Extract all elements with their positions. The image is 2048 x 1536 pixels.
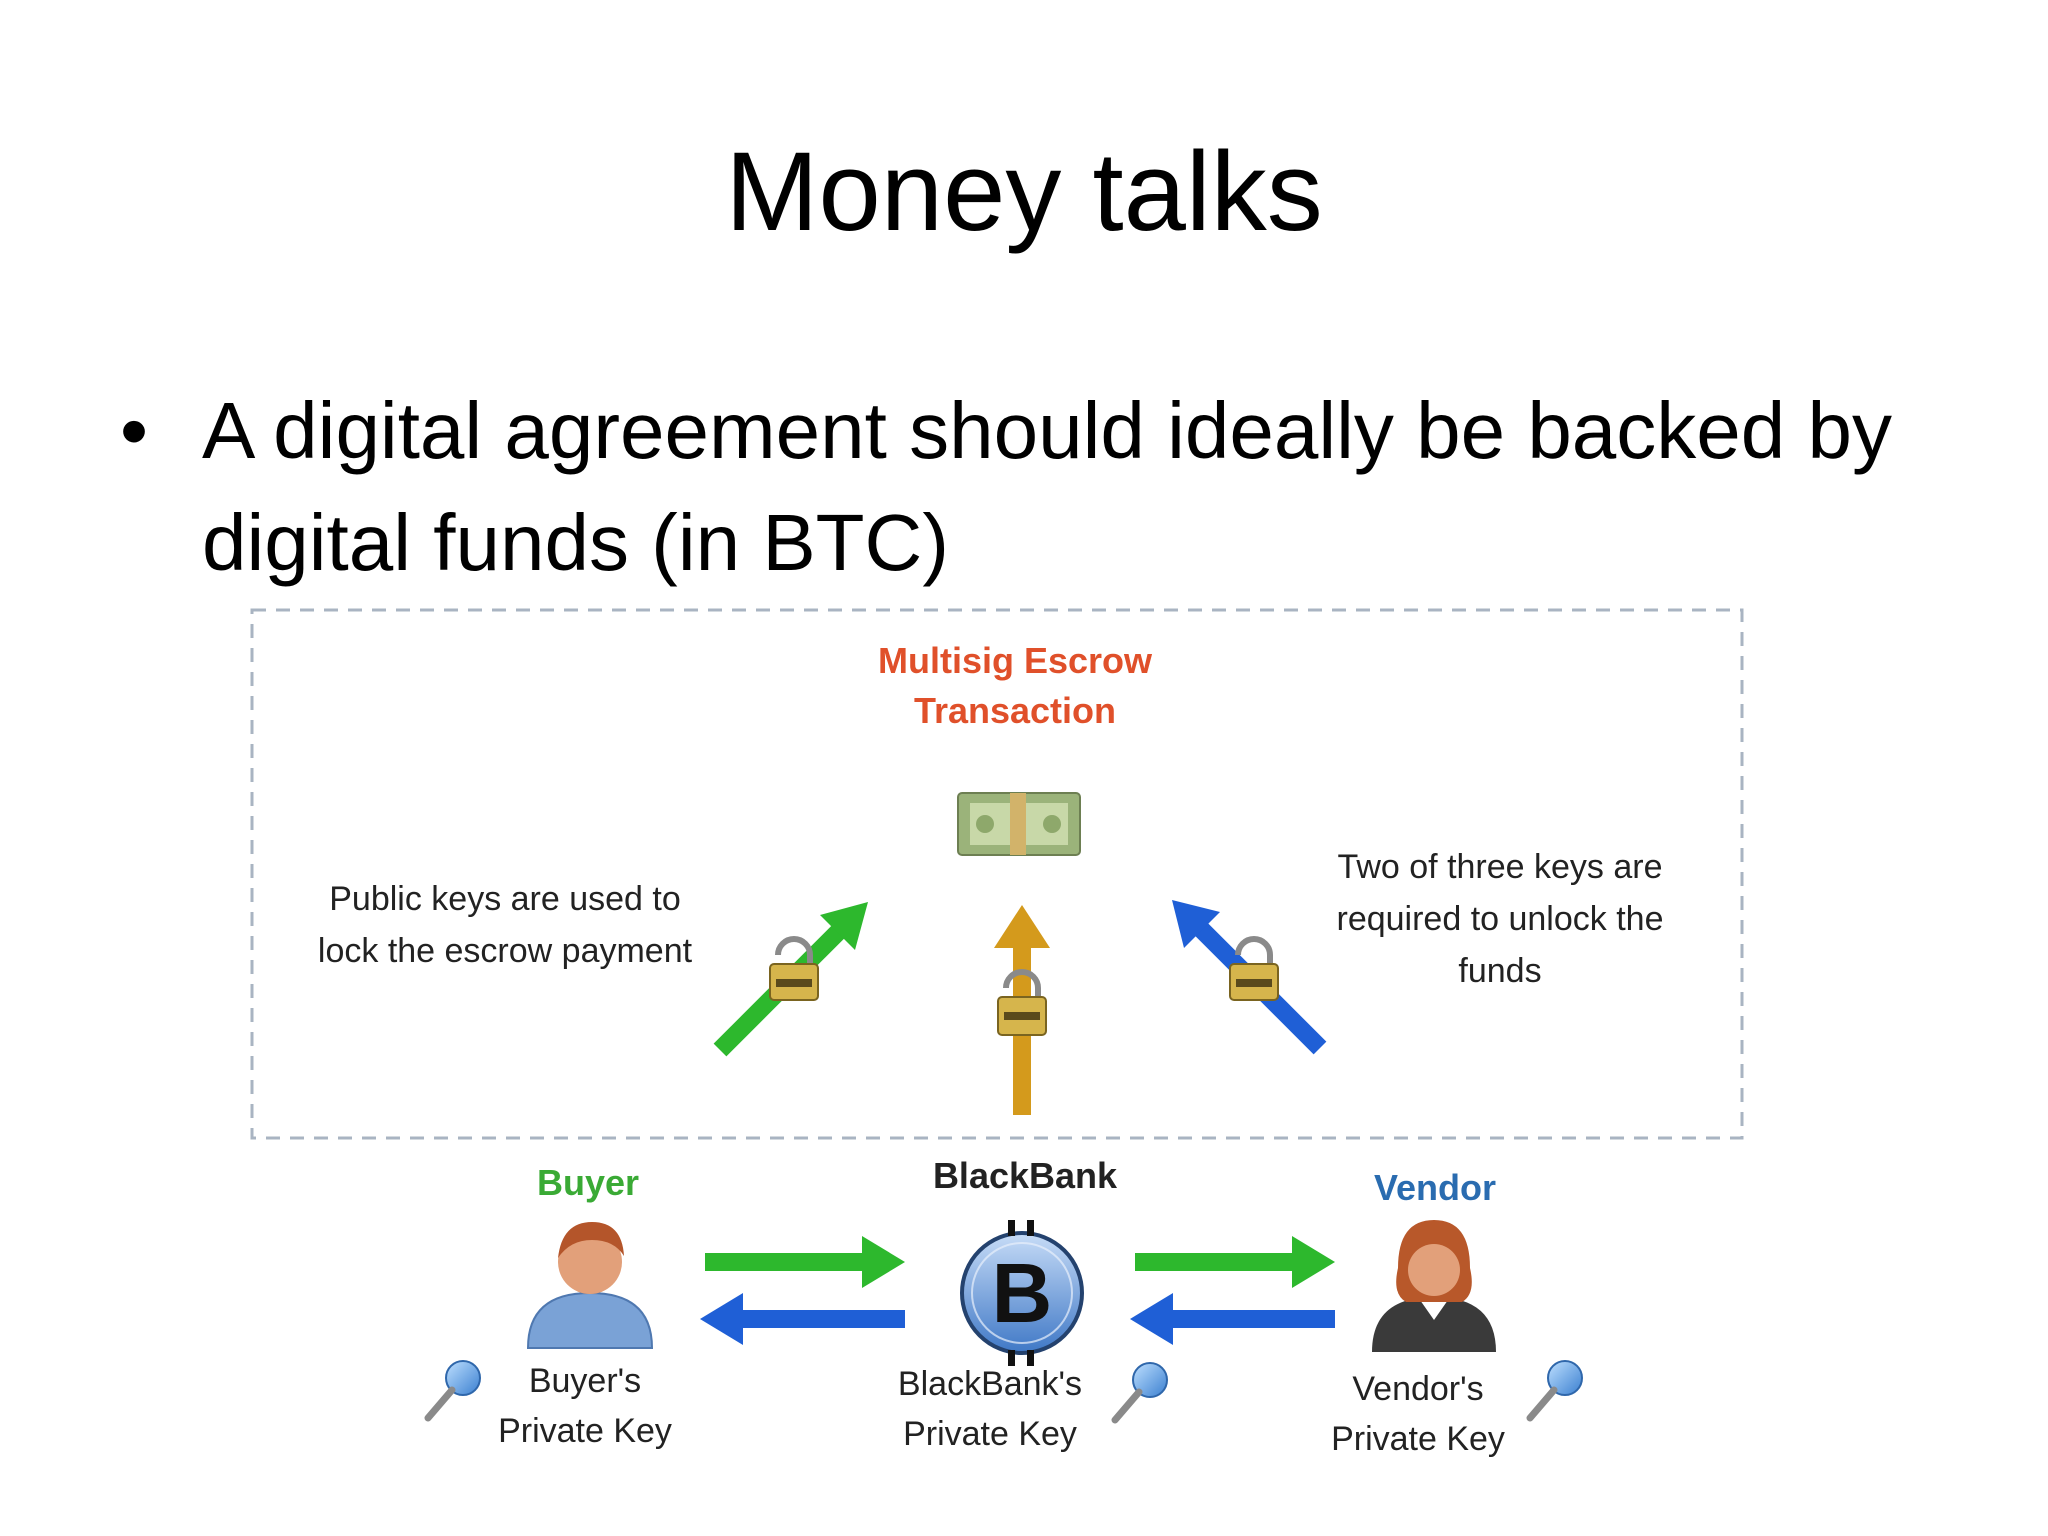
buyer-person-icon [526, 1222, 654, 1349]
escrow-title-line2: Transaction [914, 690, 1116, 731]
slide-title: Money talks [725, 129, 1323, 254]
blackbank-key-line1: BlackBank's [898, 1365, 1082, 1403]
vendor-person-icon [1372, 1220, 1496, 1352]
padlock-icon [1229, 936, 1279, 1001]
key-icon [424, 1360, 481, 1422]
padlock-icon [769, 936, 819, 1001]
padlock-icon [997, 969, 1047, 1036]
escrow-boundary [250, 608, 1744, 1140]
buyer-key-line2: Private Key [498, 1412, 672, 1450]
right-note-line2: required to unlock the [1337, 900, 1664, 938]
vendor-key-line2: Private Key [1331, 1420, 1505, 1458]
bitcoin-icon: B [960, 1220, 1084, 1366]
blackbank-label: BlackBank [933, 1155, 1118, 1196]
escrow-title-line1: Multisig Escrow [878, 640, 1153, 681]
vendor-to-blackbank-arrow [1130, 1293, 1335, 1345]
buyer-to-blackbank-arrow [705, 1236, 905, 1288]
money-bundle-icon [957, 792, 1081, 856]
key-icon [1111, 1362, 1168, 1424]
vendor-key-line1: Vendor's [1352, 1370, 1483, 1408]
bullet-text: A digital agreement should ideally be ba… [202, 386, 1892, 587]
right-note-line1: Two of three keys are [1337, 848, 1662, 886]
right-note-line3: funds [1458, 952, 1541, 990]
bitcoin-symbol: B [992, 1246, 1053, 1340]
bullet-marker: • [120, 386, 149, 475]
buyer-key-line1: Buyer's [529, 1362, 641, 1400]
blackbank-to-buyer-arrow [700, 1293, 905, 1345]
blackbank-key-line2: Private Key [903, 1415, 1077, 1453]
buyer-label: Buyer [537, 1162, 639, 1203]
blackbank-to-vendor-arrow [1135, 1236, 1335, 1288]
vendor-label: Vendor [1374, 1167, 1496, 1208]
left-note-line1: Public keys are used to [329, 880, 681, 918]
left-note-line2: lock the escrow payment [318, 932, 693, 970]
key-icon [1526, 1360, 1583, 1422]
